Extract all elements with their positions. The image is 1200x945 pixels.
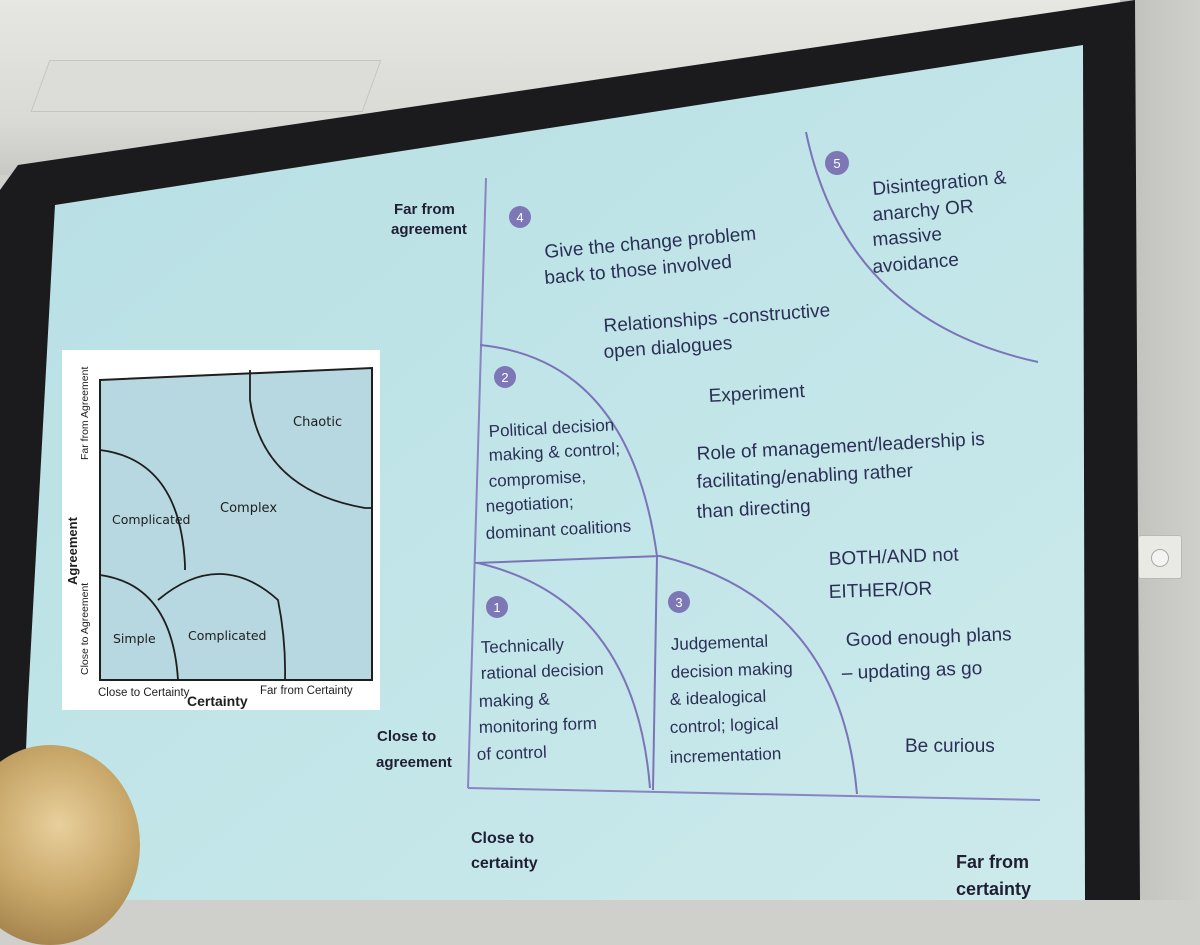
note-plans-2: – updating as go <box>841 658 982 684</box>
zone1-number: 1 <box>493 600 500 615</box>
large-x-close-1: Close to <box>471 830 534 847</box>
x-axis-line <box>467 787 1041 801</box>
simple-boundary <box>99 574 179 681</box>
zone3-number: 3 <box>675 595 682 610</box>
zone1-line-5: of control <box>476 743 547 764</box>
zone2-line-4: negotiation; <box>485 492 574 516</box>
zone-complicated-bottom: Complicated <box>188 628 267 643</box>
complicated-bottom-boundary <box>157 573 287 681</box>
zone2-badge: 2 <box>494 366 516 388</box>
thermostat <box>1138 535 1182 579</box>
note-experiment: Experiment <box>708 381 806 407</box>
zone2-boundary <box>479 344 658 557</box>
zone3-boundary <box>659 555 858 795</box>
note-curious: Be curious <box>905 736 995 757</box>
complicated-left-boundary <box>99 449 186 570</box>
small-x-title: Certainty <box>187 693 248 709</box>
large-y-close-2: agreement <box>376 754 452 771</box>
large-y-far-1: Far from <box>394 201 455 218</box>
projection-screen: Chaotic Complex Complicated Complicated … <box>0 0 1140 900</box>
zone4-number: 4 <box>516 210 523 225</box>
zone2-number: 2 <box>501 370 508 385</box>
zone3-line-5: incrementation <box>669 744 781 767</box>
chaotic-boundary <box>249 370 372 509</box>
zone-complex: Complex <box>220 501 277 516</box>
zone3-line-3: & idealogical <box>669 687 766 709</box>
note-both-1: BOTH/AND not <box>828 544 959 570</box>
large-y-close-1: Close to <box>377 728 436 745</box>
zone5-number: 5 <box>833 156 840 171</box>
y-axis-line <box>467 177 487 789</box>
small-x-close: Close to Certainty <box>98 687 190 699</box>
zone1-line-4: monitoring form <box>478 714 597 737</box>
zone1-badge: 1 <box>486 596 508 618</box>
zone3-line-2: decision making <box>670 659 792 682</box>
zone1-line-3: making & <box>478 690 550 711</box>
zone3-line-1: Judgemental <box>670 632 768 654</box>
small-y-title: Agreement <box>65 516 80 585</box>
zone1-line-2: rational decision <box>480 660 603 683</box>
zone-complicated-left: Complicated <box>112 512 191 527</box>
zone1-line-1: Technically <box>480 635 564 657</box>
zone5-badge: 5 <box>825 151 849 175</box>
zone-simple: Simple <box>113 631 156 646</box>
zone4-badge: 4 <box>509 206 531 228</box>
large-x-far-2: certainty <box>956 879 1031 899</box>
note-both-2: EITHER/OR <box>828 578 932 603</box>
thermostat-dial <box>1151 549 1169 567</box>
zone-chaotic: Chaotic <box>293 415 342 430</box>
zone5-boundary <box>805 131 1039 363</box>
zone-divider-vertical <box>652 555 658 791</box>
zone3-badge: 3 <box>668 591 690 613</box>
small-diagram-box <box>99 366 373 681</box>
small-y-far: Far from Agreement <box>79 367 91 460</box>
zone-divider-horizontal <box>474 555 661 564</box>
small-diagram: Chaotic Complex Complicated Complicated … <box>62 350 380 710</box>
large-y-far-2: agreement <box>391 221 467 238</box>
zone1-boundary <box>477 562 651 789</box>
large-x-close-2: certainty <box>471 855 538 872</box>
small-x-far: Far from Certainty <box>260 685 353 697</box>
zone3-line-4: control; logical <box>669 714 778 737</box>
large-x-far-1: Far from <box>956 852 1029 872</box>
small-y-close: Close to Agreement <box>79 583 91 675</box>
